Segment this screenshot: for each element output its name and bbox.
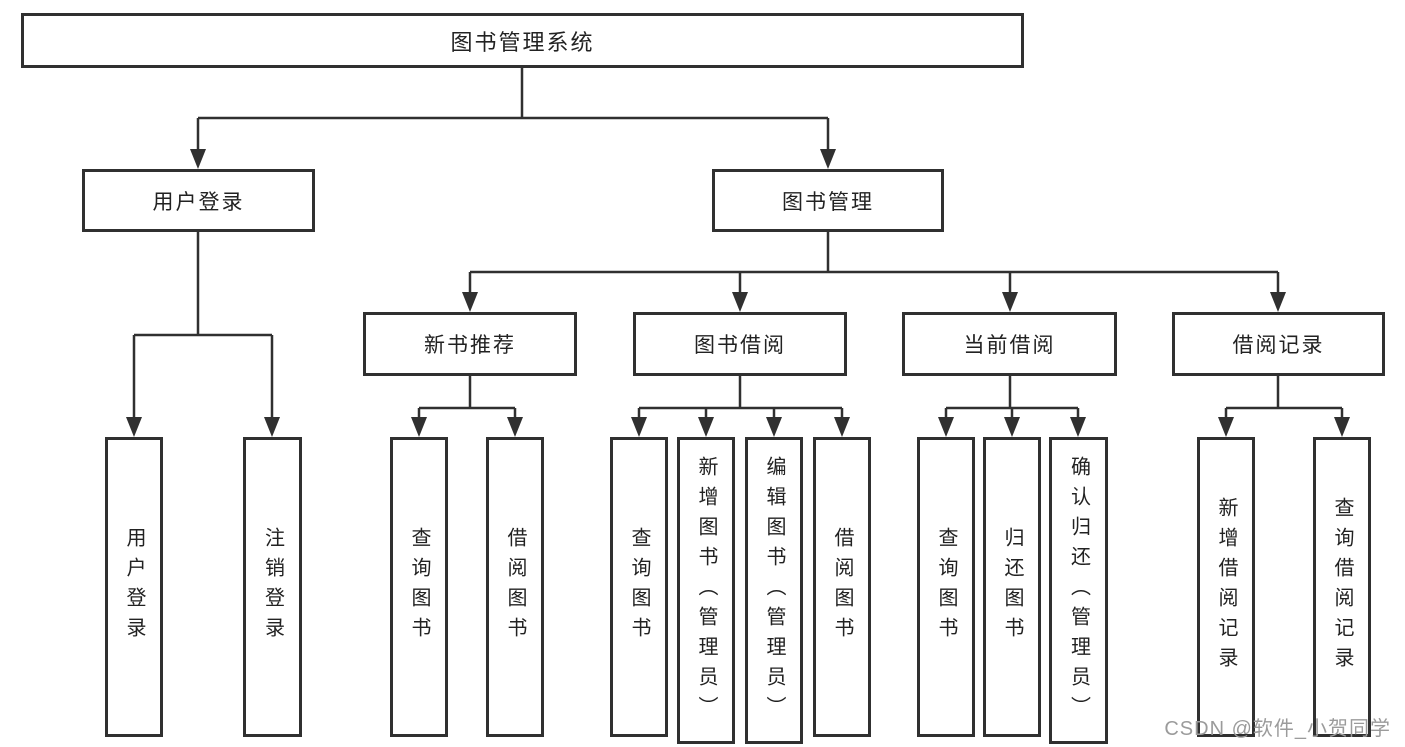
connector-borrow-to-leaves <box>637 376 844 421</box>
connector-current-to-leaves <box>944 376 1080 421</box>
leaf-query-borrow-record: 查询借阅记录 <box>1313 437 1371 737</box>
arrow-down-icon <box>1002 292 1018 312</box>
arrowheads <box>126 149 1350 437</box>
arrow-down-icon <box>766 417 782 437</box>
leaf-edit-book-admin: 编辑图书（管理员） <box>745 437 803 744</box>
leaf-borrow-books: 借阅图书 <box>813 437 871 737</box>
leaf-query-books-recommend: 查询图书 <box>390 437 448 737</box>
arrow-down-icon <box>264 417 280 437</box>
connector-management-to-modules <box>468 232 1280 294</box>
arrow-down-icon <box>1270 292 1286 312</box>
node-library-management-system: 图书管理系统 <box>21 13 1024 68</box>
leaf-borrow-books-recommend: 借阅图书 <box>486 437 544 737</box>
leaf-add-borrow-record: 新增借阅记录 <box>1197 437 1255 737</box>
leaf-user-login: 用户登录 <box>105 437 163 737</box>
arrow-down-icon <box>1070 417 1086 437</box>
leaf-query-books-borrow: 查询图书 <box>610 437 668 737</box>
arrow-down-icon <box>834 417 850 437</box>
arrow-down-icon <box>938 417 954 437</box>
arrow-down-icon <box>1218 417 1234 437</box>
arrow-down-icon <box>820 149 836 169</box>
leaf-add-book-admin: 新增图书（管理员） <box>677 437 735 744</box>
arrow-down-icon <box>732 292 748 312</box>
leaf-return-books: 归还图书 <box>983 437 1041 737</box>
arrow-down-icon <box>1334 417 1350 437</box>
leaf-logout: 注销登录 <box>243 437 302 737</box>
watermark: CSDN @软件_小贺同学 <box>1164 718 1391 740</box>
arrow-down-icon <box>462 292 478 312</box>
connector-records-to-leaves <box>1224 376 1344 421</box>
arrow-down-icon <box>507 417 523 437</box>
leaf-confirm-return-admin: 确认归还（管理员） <box>1049 437 1108 744</box>
node-current-borrow: 当前借阅 <box>902 312 1117 376</box>
node-borrow-records: 借阅记录 <box>1172 312 1385 376</box>
arrow-down-icon <box>411 417 427 437</box>
leaf-query-books-current: 查询图书 <box>917 437 975 737</box>
node-new-book-recommend: 新书推荐 <box>363 312 577 376</box>
connector-root-to-branches <box>196 68 830 151</box>
connector-login-to-leaves <box>132 232 274 421</box>
arrow-down-icon <box>631 417 647 437</box>
arrow-down-icon <box>1004 417 1020 437</box>
node-user-login: 用户登录 <box>82 169 315 232</box>
node-book-management: 图书管理 <box>712 169 944 232</box>
arrow-down-icon <box>698 417 714 437</box>
node-book-borrow: 图书借阅 <box>633 312 847 376</box>
arrow-down-icon <box>126 417 142 437</box>
arrow-down-icon <box>190 149 206 169</box>
connector-recommend-to-leaves <box>417 376 517 421</box>
